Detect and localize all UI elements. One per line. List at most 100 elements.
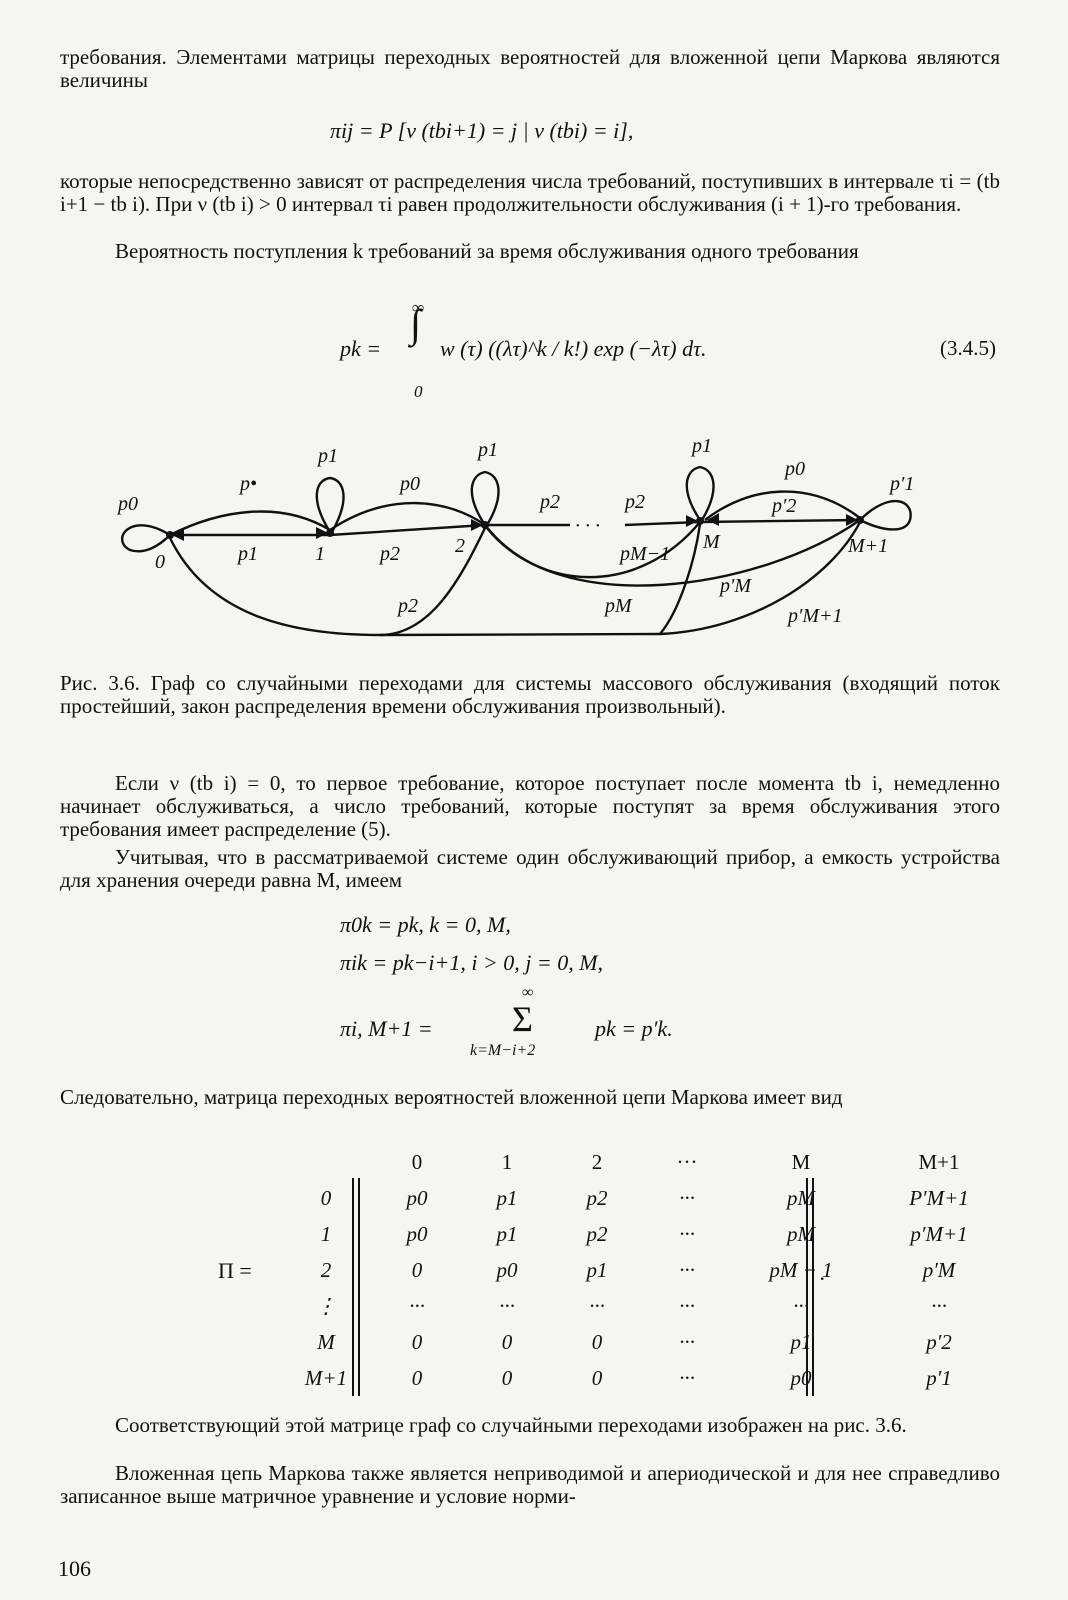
matrix-cell: ··· bbox=[409, 1293, 425, 1318]
matrix-cell: p′M+1 bbox=[910, 1221, 968, 1246]
arrowhead bbox=[707, 513, 719, 526]
matrix-cell: 0 bbox=[501, 1329, 513, 1354]
node-M1 bbox=[856, 516, 864, 524]
matrix-col-header: 1 bbox=[501, 1149, 513, 1174]
equation-number: (3.4.5) bbox=[940, 336, 996, 360]
matrix-corner bbox=[280, 1144, 372, 1180]
matrix-cell: p′2 bbox=[926, 1329, 952, 1354]
label-p0-loop: p0 bbox=[116, 493, 138, 515]
label-p1p-loop: p′1 bbox=[888, 473, 914, 495]
arc-bottom-M bbox=[659, 523, 702, 635]
arrowhead bbox=[686, 515, 698, 527]
formula-integrand: w (τ) ((λτ)^k / k!) exp (−λτ) dτ. bbox=[440, 336, 707, 361]
matrix-row-header: 0 bbox=[320, 1185, 332, 1210]
label-p0-12: p0 bbox=[398, 473, 420, 495]
arc-1-2-top bbox=[329, 501, 486, 531]
matrix-cell: P′M+1 bbox=[909, 1185, 969, 1210]
formula-lhs: pk = bbox=[340, 336, 382, 361]
label-pM1: pM−1 bbox=[618, 543, 670, 565]
paragraph-6: Следовательно, матрица переходных вероят… bbox=[60, 1085, 843, 1109]
matrix-cell: p1 bbox=[790, 1329, 812, 1354]
loop-M1 bbox=[859, 500, 912, 531]
node-label-0: 0 bbox=[155, 551, 165, 573]
arc-2-M1 bbox=[486, 519, 861, 587]
node-label-M: M bbox=[702, 531, 721, 553]
label-ppM: p′M bbox=[718, 575, 752, 597]
matrix-row-header: M bbox=[317, 1329, 335, 1354]
node-1 bbox=[326, 529, 334, 537]
loop-1 bbox=[315, 476, 345, 533]
formula-pi0k: π0k = pk, k = 0, M, bbox=[340, 912, 511, 937]
matrix-row-header: 2 bbox=[320, 1257, 332, 1282]
label-pM: pM bbox=[603, 595, 633, 617]
arrowhead bbox=[846, 514, 858, 526]
matrix-right-bar bbox=[806, 1178, 814, 1396]
paragraph-5: Учитывая, что в рассматриваемой системе … bbox=[60, 845, 1000, 892]
matrix-symbol: Π = bbox=[218, 1258, 252, 1283]
formula-pi-M1-lhs: πi, M+1 = bbox=[340, 1016, 433, 1041]
integral-sign: ∫ bbox=[410, 301, 421, 346]
arc-bottom-M1 bbox=[659, 521, 862, 636]
loop-0 bbox=[120, 524, 171, 553]
matrix-cell: pM bbox=[787, 1221, 815, 1246]
arrowhead bbox=[316, 527, 328, 539]
matrix-cell: p1 bbox=[496, 1185, 518, 1210]
paragraph-1: требования. Элементами матрицы переходны… bbox=[60, 45, 1000, 92]
matrix-cell: ··· bbox=[931, 1293, 947, 1318]
matrix-row: ⋮·················· bbox=[280, 1288, 1008, 1324]
matrix-cell: 0 bbox=[411, 1365, 423, 1390]
node-0 bbox=[166, 531, 174, 539]
edge-1-2 bbox=[329, 523, 486, 537]
loop-M bbox=[685, 465, 715, 521]
matrix-cell: p0 bbox=[406, 1185, 428, 1210]
matrix-cell: 0 bbox=[411, 1329, 423, 1354]
figure-caption: Рис. 3.6. Граф со случайными переходами … bbox=[60, 671, 1000, 718]
bottom-line bbox=[379, 632, 661, 637]
matrix-cell: p0 bbox=[406, 1221, 428, 1246]
matrix-cell: ··· bbox=[679, 1257, 695, 1282]
matrix-cell: ··· bbox=[679, 1221, 695, 1246]
matrix-col-header: M bbox=[791, 1149, 811, 1174]
matrix-cell: pM bbox=[787, 1185, 815, 1210]
matrix-row-header: M+1 bbox=[304, 1365, 348, 1390]
paragraph-7: Соответствующий этой матрице граф со слу… bbox=[115, 1413, 907, 1437]
label-p2p: p′2 bbox=[770, 495, 796, 517]
paragraph-2: которые непосредственно зависят от распр… bbox=[60, 169, 1000, 216]
matrix-row-header: ⋮ bbox=[315, 1293, 337, 1318]
sum-upper: ∞ bbox=[522, 984, 534, 1001]
matrix-cell: p2 bbox=[586, 1221, 608, 1246]
node-label-M1: M+1 bbox=[847, 535, 888, 557]
matrix-cell: pM − 1 bbox=[769, 1257, 833, 1282]
matrix-cell: 0 bbox=[501, 1365, 513, 1390]
label-p2-mid2: p2 bbox=[623, 491, 645, 513]
matrix-cell: p0 bbox=[790, 1365, 812, 1390]
matrix-col-header: 0 bbox=[411, 1149, 423, 1174]
paragraph-8: Вложенная цепь Маркова также является не… bbox=[60, 1461, 1000, 1508]
arrowhead bbox=[471, 519, 483, 531]
matrix-cell: 0 bbox=[411, 1257, 423, 1282]
arc-M1-M-top bbox=[704, 490, 861, 521]
matrix-cell: p′1 bbox=[926, 1365, 952, 1390]
matrix-cell: p1 bbox=[496, 1221, 518, 1246]
matrix-cell: ··· bbox=[679, 1185, 695, 1210]
matrix-cell: ··· bbox=[499, 1293, 515, 1318]
node-M bbox=[696, 517, 704, 525]
matrix-col-header: M+1 bbox=[918, 1149, 960, 1174]
integral-upper: ∞ bbox=[412, 298, 425, 317]
label-p2-mid: p2 bbox=[538, 491, 560, 513]
label-p2-12: p2 bbox=[378, 543, 400, 565]
arrowhead bbox=[172, 528, 184, 541]
edge-M-M1 bbox=[699, 518, 861, 524]
matrix-cell: 0 bbox=[591, 1365, 603, 1390]
label-ppM1: p′M+1 bbox=[786, 605, 843, 627]
paragraph-4: Если ν (tb i) = 0, то первое требование,… bbox=[60, 771, 1000, 841]
label-p-top01: p• bbox=[238, 473, 257, 495]
formula-pi-M1-rhs: pk = p′k. bbox=[595, 1016, 673, 1041]
